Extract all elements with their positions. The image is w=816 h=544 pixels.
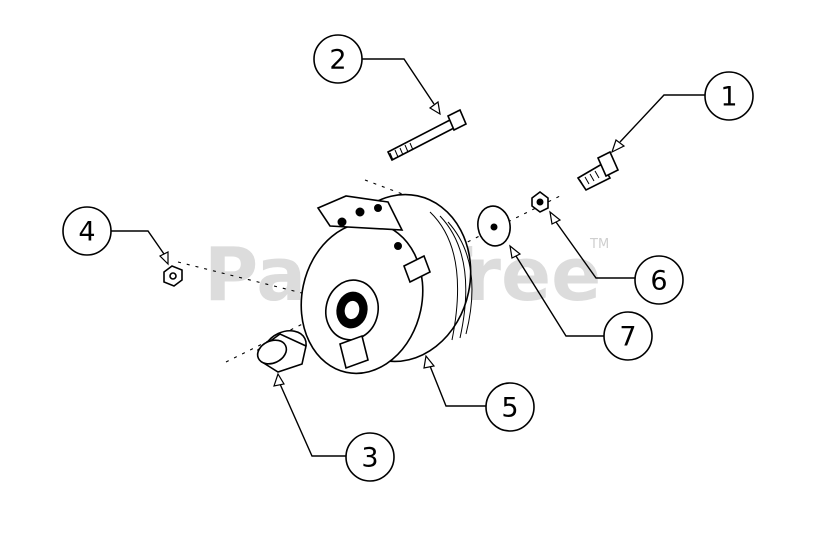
callout-7-label: 7 (619, 322, 636, 353)
callout-5-circle (485, 382, 535, 432)
arrow-4 (158, 251, 169, 266)
leader-3 (279, 383, 348, 457)
sleeve-front (256, 339, 288, 365)
callout-4-label: 4 (78, 217, 95, 248)
callout-2-label: 2 (329, 45, 346, 76)
callout-2[interactable]: 2 (313, 34, 363, 84)
callout-3[interactable]: 3 (345, 432, 395, 482)
part-4-nut (163, 265, 183, 287)
callout-5-label: 5 (501, 393, 518, 424)
part-3-sleeve (256, 329, 307, 373)
clutch-coil-lines (429, 211, 473, 341)
nut-hole (169, 272, 177, 280)
leader-2 (362, 58, 435, 105)
arrow-1 (610, 139, 626, 154)
bolt-thread (389, 142, 414, 161)
part-5-clutch (300, 193, 473, 375)
callout-5[interactable]: 5 (485, 382, 535, 432)
callout-1-label: 1 (720, 82, 737, 113)
screw-thread (579, 170, 600, 188)
callout-1-circle (704, 71, 754, 121)
locknut-hole (536, 198, 544, 206)
part-7-washer (477, 205, 511, 247)
part-6-locknut (531, 191, 549, 213)
callout-leaders (110, 58, 706, 457)
arrow-3 (273, 372, 285, 387)
arrow-7 (509, 244, 522, 259)
leader-5 (429, 365, 488, 407)
callout-4-circle (62, 206, 112, 256)
clutch-connector (339, 334, 369, 370)
callout-6[interactable]: 6 (634, 255, 684, 305)
callouts: 1 2 3 4 5 6 7 (62, 34, 754, 482)
screw-head (596, 150, 620, 178)
bracket-hole-2 (355, 207, 365, 217)
bracket-hole-1 (337, 217, 347, 227)
callout-7[interactable]: 7 (603, 311, 653, 361)
callout-3-label: 3 (361, 443, 378, 474)
callout-1[interactable]: 1 (704, 71, 754, 121)
leader-7 (515, 255, 606, 337)
part-2-bolt (386, 108, 468, 162)
bolt-head (446, 108, 468, 132)
callout-3-circle (345, 432, 395, 482)
callout-2-circle (313, 34, 363, 84)
callout-6-circle (634, 255, 684, 305)
callout-6-label: 6 (650, 266, 667, 297)
arrow-6 (549, 210, 562, 225)
leader-4 (110, 230, 165, 255)
clutch-wire-terminal (402, 254, 432, 284)
bolt-shank (386, 118, 456, 162)
leader-1 (619, 94, 706, 143)
washer-hole (490, 223, 498, 231)
callout-7-circle (603, 311, 653, 361)
arrow-5 (423, 354, 436, 369)
watermark-trademark: TM (589, 237, 609, 252)
leader-6 (555, 221, 636, 279)
housing-hole (394, 242, 402, 250)
bracket-hole-3 (374, 204, 382, 212)
clutch-hub-center (343, 299, 361, 321)
arrow-2 (428, 100, 441, 116)
callout-4[interactable]: 4 (62, 206, 112, 256)
part-1-screw (576, 150, 620, 192)
